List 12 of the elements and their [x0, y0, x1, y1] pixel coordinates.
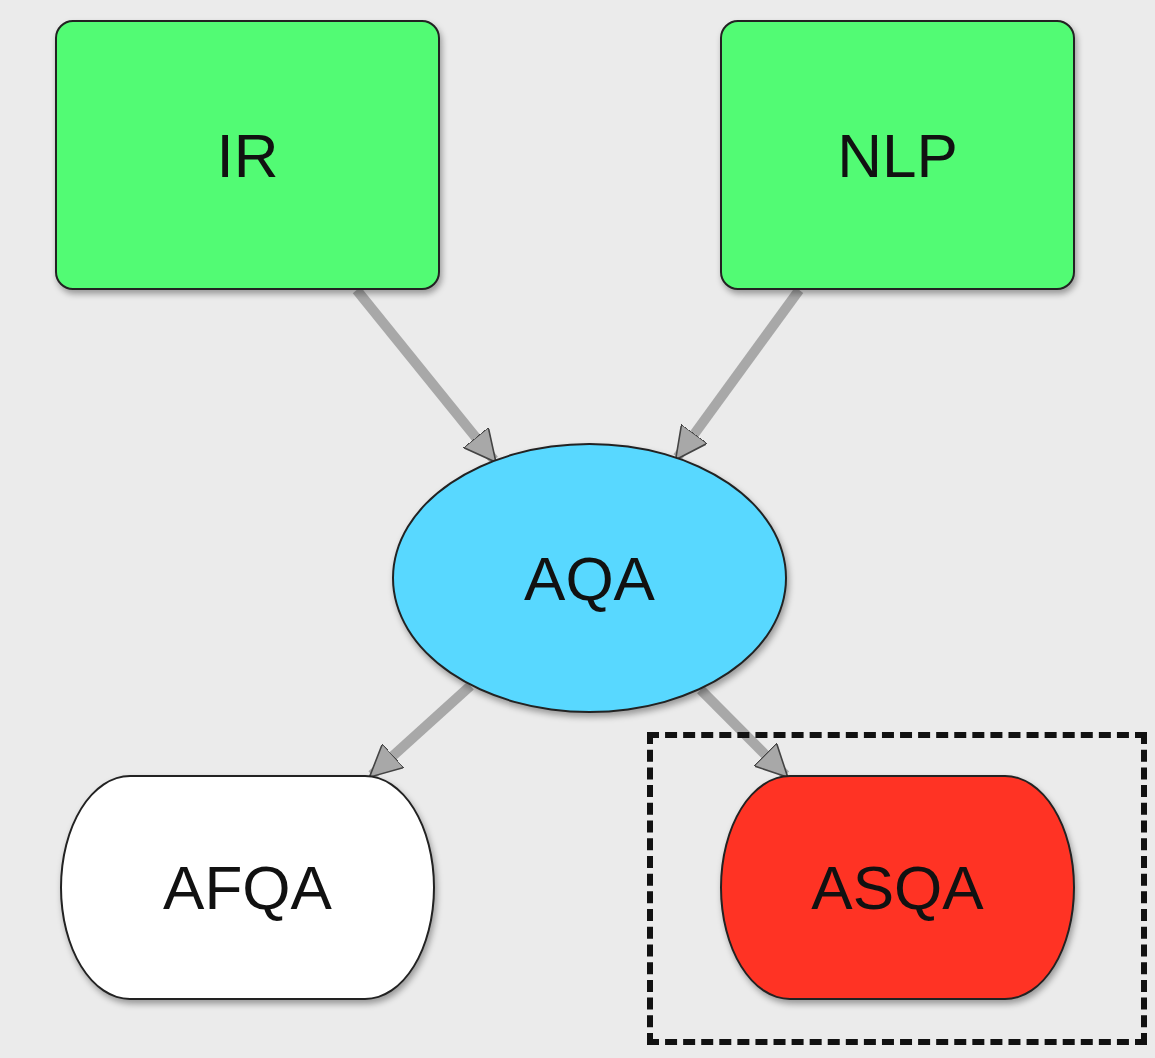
node-label: IR — [216, 119, 279, 191]
rounded-node — [720, 775, 1075, 1000]
process-box — [55, 20, 440, 290]
node-label: AQA — [524, 542, 655, 614]
block-arrow — [368, 682, 474, 779]
node-label: AFQA — [163, 852, 332, 923]
node-label: NLP — [837, 119, 958, 191]
rounded-node — [60, 775, 435, 1000]
block-arrow — [673, 287, 804, 461]
process-box — [720, 20, 1075, 290]
node-label: ASQA — [811, 852, 984, 923]
dashed-group-box — [647, 732, 1147, 1045]
